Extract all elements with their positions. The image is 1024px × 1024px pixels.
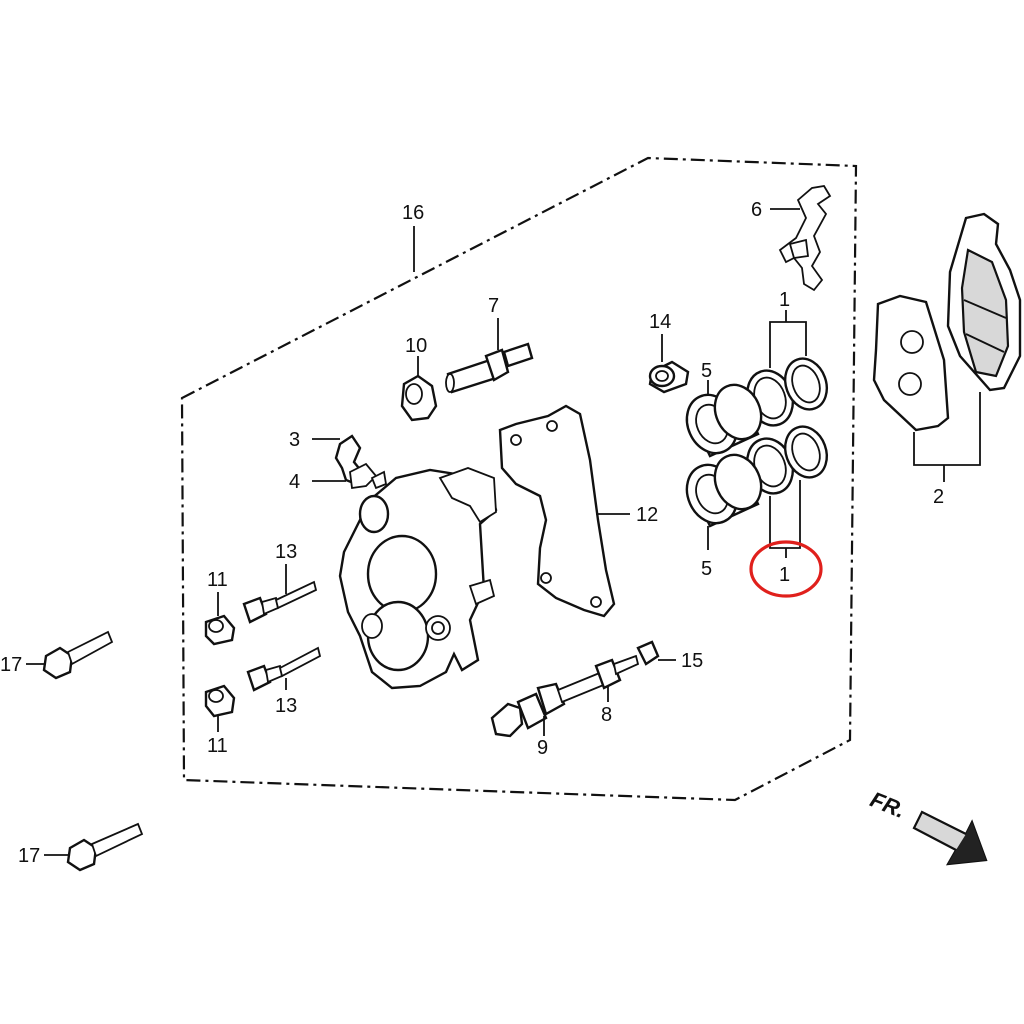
label-15: 15 bbox=[681, 650, 703, 672]
label-1-top: 1 bbox=[779, 289, 790, 311]
label-1-bottom: 1 bbox=[779, 564, 790, 586]
bleeder-parts-3-4: 3 4 bbox=[289, 429, 388, 493]
highlight-circle bbox=[749, 540, 823, 598]
arrow-right-icon bbox=[948, 822, 986, 864]
label-13-top: 13 bbox=[275, 541, 297, 563]
caliper-body bbox=[338, 467, 498, 690]
label-13-bottom: 13 bbox=[275, 695, 297, 717]
bushing-part-14: 14 bbox=[648, 311, 690, 394]
front-direction-indicator: FR. bbox=[867, 787, 988, 866]
mounting-bolts-part-17: 17 17 bbox=[0, 630, 144, 872]
label-7: 7 bbox=[488, 295, 499, 317]
caliper-bracket-part-12: 12 bbox=[498, 404, 658, 618]
label-9: 9 bbox=[537, 737, 548, 759]
part-16-callout: 16 bbox=[402, 202, 424, 272]
pins-part-13: 13 13 bbox=[242, 541, 322, 717]
bolt-parts-8-9-15: 9 8 15 bbox=[490, 640, 703, 759]
label-11-bottom: 11 bbox=[207, 735, 228, 757]
label-3: 3 bbox=[289, 429, 300, 451]
boots-part-11: 11 11 bbox=[204, 569, 236, 757]
slide-pin-part-7: 7 bbox=[445, 295, 534, 394]
piston-seals-part-1: 1 1 bbox=[746, 289, 828, 586]
pad-spring-part-6: 6 bbox=[751, 185, 832, 292]
label-2: 2 bbox=[933, 486, 944, 508]
boot-part-10: 10 bbox=[400, 335, 438, 422]
label-16: 16 bbox=[402, 202, 424, 224]
label-6: 6 bbox=[751, 199, 762, 221]
label-4: 4 bbox=[289, 471, 300, 493]
label-17-bottom: 17 bbox=[18, 845, 40, 867]
label-17-top: 17 bbox=[0, 654, 22, 676]
label-14: 14 bbox=[649, 311, 671, 333]
label-5-top: 5 bbox=[701, 360, 712, 382]
label-10: 10 bbox=[405, 335, 427, 357]
label-12: 12 bbox=[636, 504, 658, 526]
assembly-boundary bbox=[180, 156, 858, 802]
pistons-part-5: 5 5 bbox=[685, 360, 763, 580]
label-5-bottom: 5 bbox=[701, 558, 712, 580]
label-8: 8 bbox=[601, 704, 612, 726]
label-11-top: 11 bbox=[207, 569, 228, 591]
direction-label: FR. bbox=[867, 787, 909, 823]
brake-pads-part-2: 2 bbox=[872, 212, 1022, 508]
